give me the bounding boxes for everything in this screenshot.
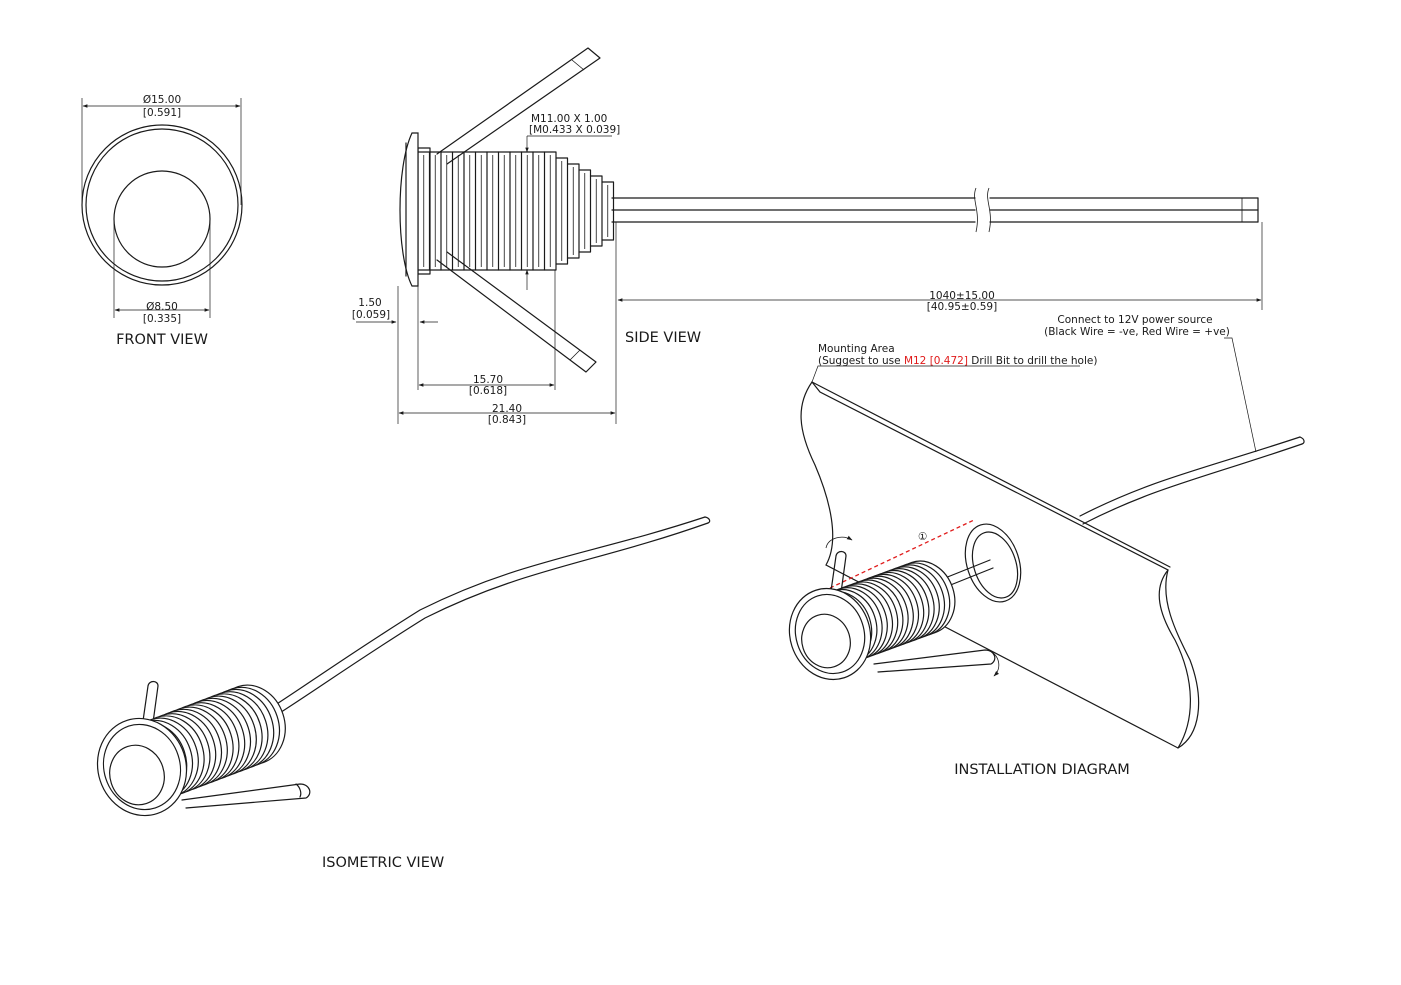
caption-installation-diagram: INSTALLATION DIAGRAM <box>954 762 1130 778</box>
dim-body: 15.70 <box>473 374 503 386</box>
caption-side-view: SIDE VIEW <box>625 330 701 346</box>
note-mounting-drill: (Suggest to use M12 [0.472] Drill Bit to… <box>818 355 1097 367</box>
install-flange <box>788 587 872 681</box>
install-cable <box>1079 436 1301 517</box>
dim-thread: M11.00 X 1.00 <box>531 113 607 125</box>
dim-thread-inch: [M0.433 X 0.039] <box>529 124 620 136</box>
side-lower-clip <box>436 251 597 373</box>
dim-outer-dia: Ø15.00 <box>143 94 181 106</box>
front-lens <box>113 170 211 268</box>
side-flange <box>399 132 419 287</box>
dim-inner-dia: Ø8.50 <box>146 301 178 313</box>
iso-cable <box>251 516 706 721</box>
isometric-view: ISOMETRIC VIEW <box>96 516 711 871</box>
front-view: Ø15.00 [0.591] Ø8.50 [0.335] FRONT VIEW <box>81 94 243 348</box>
step-marker: ① <box>918 531 927 543</box>
cable-break-symbol <box>974 187 991 233</box>
dim-cable-inch: [40.95±0.59] <box>927 301 997 313</box>
side-view: M11.00 X 1.00 [M0.433 X 0.039] 1.50 [0.0… <box>352 47 1263 426</box>
side-upper-clip <box>436 47 601 165</box>
caption-isometric-view: ISOMETRIC VIEW <box>322 855 444 871</box>
drill-guide-line <box>829 519 975 589</box>
dim-flange-inch: [0.059] <box>352 309 390 321</box>
dim-inner-dia-inch: [0.335] <box>143 313 181 325</box>
install-lens <box>801 613 851 669</box>
front-outer-ring <box>81 124 243 286</box>
note-mounting-title: Mounting Area <box>818 343 895 355</box>
install-lower-clip <box>873 649 996 673</box>
caption-front-view: FRONT VIEW <box>116 332 208 348</box>
front-outer-ring-inner <box>85 128 239 282</box>
dim-body-inch: [0.618] <box>469 385 507 397</box>
note-power-source: Connect to 12V power source <box>1057 314 1212 326</box>
iso-lower-clip <box>181 783 311 809</box>
side-thread-body <box>417 147 615 275</box>
dim-flange: 1.50 <box>358 297 381 309</box>
install-upper-clip <box>829 550 847 601</box>
iso-upper-clip <box>141 680 159 731</box>
dim-cable: 1040±15.00 <box>929 290 995 302</box>
dim-outer-dia-inch: [0.591] <box>143 107 181 119</box>
dim-overall: 21.40 <box>492 403 522 415</box>
note-wire-polarity: (Black Wire = -ve, Red Wire = +ve) <box>1044 326 1230 338</box>
iso-lens <box>109 744 165 806</box>
iso-flange <box>96 717 188 817</box>
installation-diagram: ① Mounting Area (Suggest to use M12 [0.4… <box>788 314 1305 778</box>
dim-overall-inch: [0.843] <box>488 414 526 426</box>
